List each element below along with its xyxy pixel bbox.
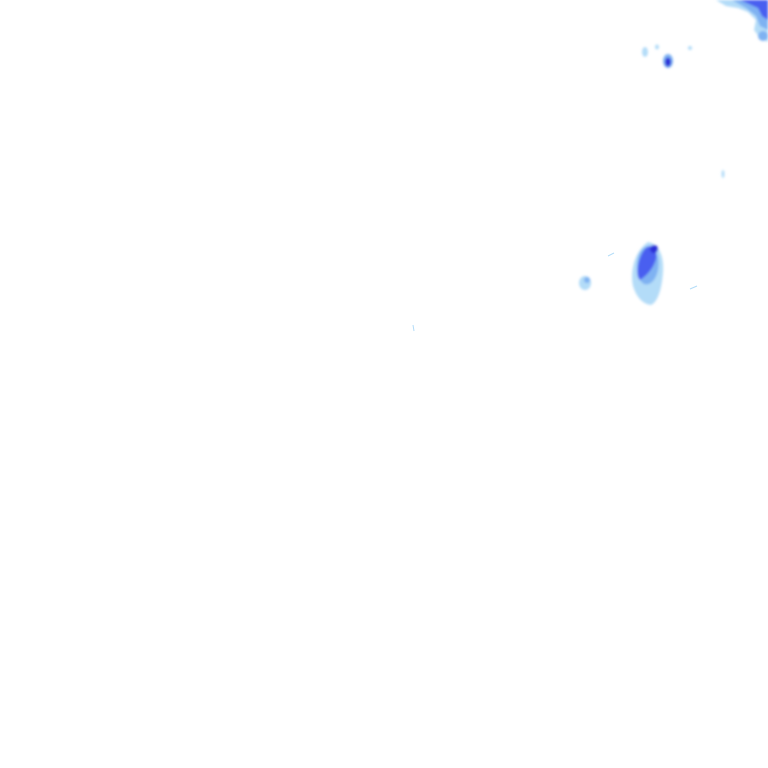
precip-cell-main [632, 242, 664, 305]
precip-specks-upper [642, 44, 725, 178]
precip-cell-top-right [716, 0, 768, 42]
precip-traces [412, 252, 698, 332]
precip-cell-small [579, 276, 591, 290]
